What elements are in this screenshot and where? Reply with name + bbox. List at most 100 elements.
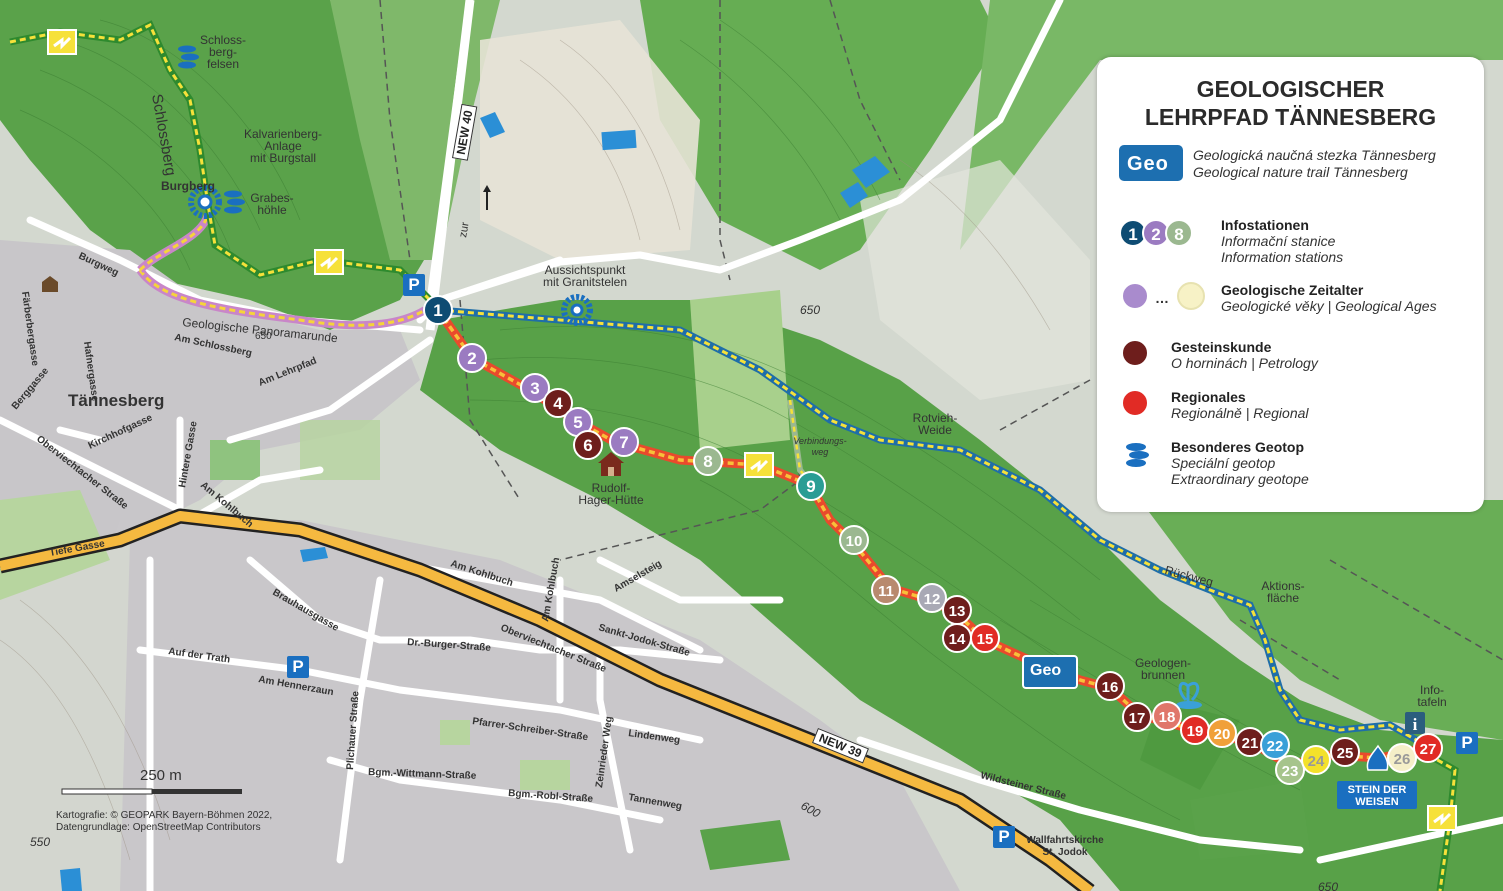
- aussichtspunkt-label-2: mit Granitstelen: [543, 275, 627, 289]
- infotafeln-label-1: Info-: [1420, 683, 1444, 697]
- station-number: 20: [1214, 726, 1231, 743]
- kirche-label-2: St. Jodok: [1042, 847, 1087, 858]
- station-marker-26[interactable]: 26: [1387, 743, 1417, 773]
- viewpoint-icon: [188, 185, 222, 219]
- station-number: 22: [1267, 738, 1284, 755]
- street-wittmann-strasse: Bgm.-Wittmann-Straße: [368, 767, 477, 782]
- station-number: 5: [573, 413, 582, 432]
- aktionsflaeche-label-1: Aktions-: [1261, 579, 1304, 593]
- kalvarienberg-label-1: Kalvarienberg-: [244, 127, 322, 141]
- station-number: 17: [1129, 710, 1146, 727]
- verbindungsweg-label-1: Verbindungs-: [793, 436, 846, 446]
- svg-text:i: i: [1413, 715, 1418, 734]
- grabeshoehle-label-1: Grabes-: [250, 191, 293, 205]
- verbindungsweg-label-2: weg: [812, 447, 829, 457]
- stein-label-1: STEIN DER: [1348, 784, 1407, 796]
- station-marker-9[interactable]: 9: [796, 471, 826, 501]
- station-marker-8[interactable]: 8: [693, 446, 723, 476]
- geo-logo-map-icon: Geo: [1022, 655, 1078, 689]
- parking-icon: P: [287, 656, 309, 678]
- credit-line-1: Kartografie: © GEOPARK Bayern-Böhmen 202…: [56, 810, 272, 821]
- station-number: 1: [433, 301, 442, 320]
- station-number: 11: [878, 583, 894, 600]
- station-marker-21[interactable]: 21: [1235, 727, 1265, 757]
- station-marker-2[interactable]: 2: [457, 343, 487, 373]
- station-number: 15: [977, 631, 994, 648]
- kalvarienberg-label-3: mit Burgstall: [250, 151, 316, 165]
- rotvieh-label-2: Weide: [918, 423, 952, 437]
- station-marker-7[interactable]: 7: [609, 427, 639, 457]
- station-marker-15[interactable]: 15: [970, 623, 1000, 653]
- connector-icon: [314, 249, 344, 275]
- station-number: 3: [530, 379, 539, 398]
- station-marker-23[interactable]: 23: [1275, 755, 1305, 785]
- station-marker-10[interactable]: 10: [839, 525, 869, 555]
- elevation-650-c: 650: [1318, 880, 1338, 891]
- parking-icon: P: [993, 826, 1015, 848]
- info-icon: i: [1405, 712, 1425, 734]
- fountain-icon: [1176, 681, 1202, 709]
- station-number: 12: [924, 591, 941, 608]
- station-marker-4[interactable]: 4: [543, 388, 573, 418]
- station-marker-16[interactable]: 16: [1095, 671, 1125, 701]
- rotvieh-label-1: Rotvieh-: [913, 411, 958, 425]
- hut-label-1: Rudolf-: [592, 481, 631, 495]
- station-marker-27[interactable]: 27: [1413, 733, 1443, 763]
- stone-icon: [1366, 744, 1389, 771]
- parking-icon: P: [1456, 732, 1478, 754]
- station-marker-13[interactable]: 13: [942, 595, 972, 625]
- station-marker-18[interactable]: 18: [1152, 701, 1182, 731]
- connector-icon: [744, 452, 774, 478]
- station-marker-20[interactable]: 20: [1207, 718, 1237, 748]
- hut-icon: [598, 452, 624, 476]
- station-number: 24: [1308, 753, 1325, 770]
- schlossbergfelsen-label-3: felsen: [207, 57, 239, 71]
- station-number: 16: [1102, 679, 1119, 696]
- connector-icon: [47, 29, 77, 55]
- geotop-icon: [224, 190, 245, 214]
- station-number: 26: [1394, 751, 1411, 768]
- station-marker-12[interactable]: 12: [917, 583, 947, 613]
- station-marker-6[interactable]: 6: [573, 430, 603, 460]
- geotop-icon: [1126, 443, 1149, 467]
- station-number: 2: [467, 349, 476, 368]
- schlossbergfelsen-label-1: Schloss-: [200, 33, 246, 47]
- hut-label-2: Hager-Hütte: [578, 493, 644, 507]
- elevation-650-a: 650: [800, 303, 820, 317]
- credit-line-2: Datengrundlage: OpenStreetMap Contributo…: [56, 822, 261, 833]
- infotafeln-label-2: tafeln: [1417, 695, 1446, 709]
- station-number: 8: [703, 452, 712, 471]
- station-marker-11[interactable]: 11: [871, 575, 901, 605]
- kirche-label-1: Wallfahrtskirche: [1026, 835, 1104, 846]
- elevation-550: 550: [30, 835, 50, 849]
- station-number: 27: [1420, 741, 1437, 758]
- station-marker-17[interactable]: 17: [1122, 702, 1152, 732]
- station-marker-24[interactable]: 24: [1301, 745, 1331, 775]
- station-number: 7: [619, 433, 628, 452]
- stein-label-2: WEISEN: [1355, 796, 1398, 808]
- station-number: 19: [1187, 723, 1204, 740]
- connector-icon: [1427, 805, 1457, 831]
- aktionsflaeche-label-2: fläche: [1267, 591, 1299, 605]
- station-marker-19[interactable]: 19: [1180, 715, 1210, 745]
- elevation-650-b: 650: [255, 331, 272, 342]
- station-marker-22[interactable]: 22: [1260, 730, 1290, 760]
- station-number: 9: [806, 477, 815, 496]
- parking-icon: P: [403, 274, 425, 296]
- kalvarienberg-label-2: Anlage: [264, 139, 302, 153]
- grabeshoehle-label-2: höhle: [257, 203, 287, 217]
- geologenbrunnen-label-1: Geologen-: [1135, 656, 1191, 670]
- aussichtspunkt-label-1: Aussichtspunkt: [545, 263, 626, 277]
- station-marker-3[interactable]: 3: [520, 373, 550, 403]
- station-marker-25[interactable]: 25: [1330, 737, 1360, 767]
- station-marker-1[interactable]: 1: [423, 295, 453, 325]
- station-marker-14[interactable]: 14: [942, 623, 972, 653]
- landmark-icon: [42, 276, 58, 292]
- zur-label: zur: [457, 221, 472, 238]
- geo-logo-icon: Geo: [1119, 145, 1183, 181]
- geologenbrunnen-label-2: brunnen: [1141, 668, 1185, 682]
